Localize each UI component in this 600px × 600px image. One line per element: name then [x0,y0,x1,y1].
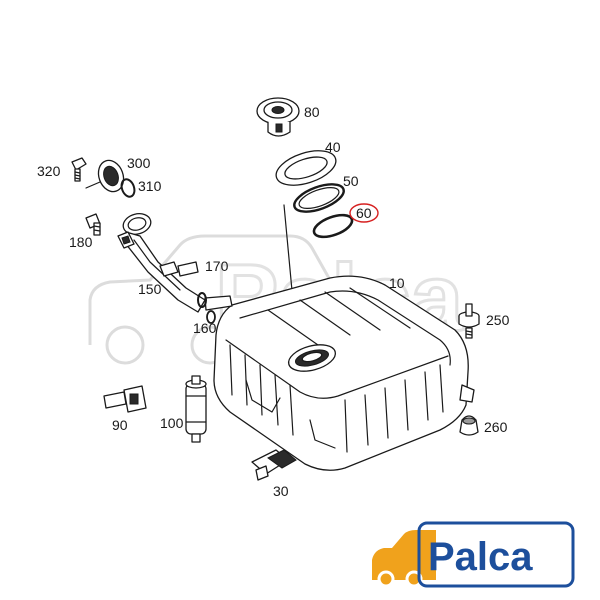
part-180-fitting [85,213,101,236]
callout-40: 40 [325,139,341,155]
callout-100: 100 [160,415,184,431]
callout-170: 170 [205,258,229,274]
part-320-bolt [71,157,87,182]
callout-310: 310 [138,178,162,194]
part-30-pressure-sensor [251,449,297,481]
callout-300: 300 [127,155,151,171]
part-160-clamp [197,292,216,324]
watermark-car-icon [88,234,332,365]
car-icon [372,530,436,588]
callout-50: 50 [343,173,359,189]
part-90-sensor [103,385,147,413]
callout-60-highlight-ring [349,203,379,223]
callout-labels: 80 40 50 60 10 320 300 310 180 170 150 1… [37,104,510,499]
part-80-flange-cap [256,97,300,137]
part-300-fuel-cap [85,159,125,193]
part-170-hose [159,261,199,277]
part-250-mount [458,303,480,339]
callout-80: 80 [304,104,320,120]
callout-90: 90 [112,417,128,433]
callout-320: 320 [37,163,61,179]
callout-250: 250 [486,312,510,328]
callout-60: 60 [356,205,372,221]
part-260-rubber-mount [459,415,479,436]
part-60-o-ring [312,213,354,239]
part-10-fuel-tank [213,275,475,471]
logo-text: Palca [428,535,533,579]
logo-frame [417,521,575,588]
part-40-gasket [275,150,337,186]
callout-260: 260 [484,419,508,435]
part-100-fuel-filter [185,375,207,443]
callout-10: 10 [389,275,405,291]
callout-160: 160 [193,320,217,336]
callout-30: 30 [273,483,289,499]
callout-150: 150 [138,281,162,297]
part-310-seal [120,178,136,198]
part-50-ring [293,183,345,213]
callout-180: 180 [69,234,93,250]
palca-logo: Palca [372,521,575,588]
